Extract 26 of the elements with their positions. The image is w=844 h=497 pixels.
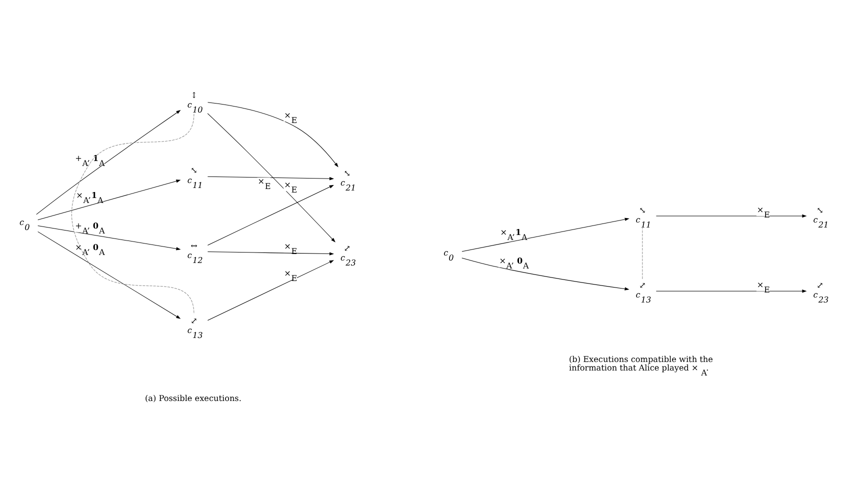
arrow [207, 252, 334, 256]
node-label: ⤡ [344, 168, 351, 178]
arrow [207, 184, 334, 246]
node-label: ⤡ [816, 204, 824, 215]
arrow [207, 113, 336, 242]
node-label: ⤢ [344, 242, 351, 253]
node-label: ⤡ [190, 165, 198, 176]
node-label: ⤢ [816, 280, 824, 290]
arrow [656, 290, 807, 293]
arrow [36, 110, 181, 215]
arrow [207, 260, 334, 321]
arrow [38, 231, 181, 319]
node-label: ↕ [190, 90, 198, 100]
node-label: ⤢ [190, 316, 198, 326]
arrow [38, 226, 181, 250]
node-label: ↔ [190, 240, 198, 250]
node-label: ⤡ [639, 204, 646, 215]
connector [642, 228, 643, 280]
arrow [38, 180, 181, 220]
arrow [656, 214, 807, 218]
connector [71, 114, 194, 314]
node-label: ⤢ [639, 280, 646, 290]
arrow [208, 102, 338, 168]
label: (a) Possible executions. [144, 392, 242, 403]
arrow [462, 218, 630, 252]
arrow [207, 176, 334, 180]
